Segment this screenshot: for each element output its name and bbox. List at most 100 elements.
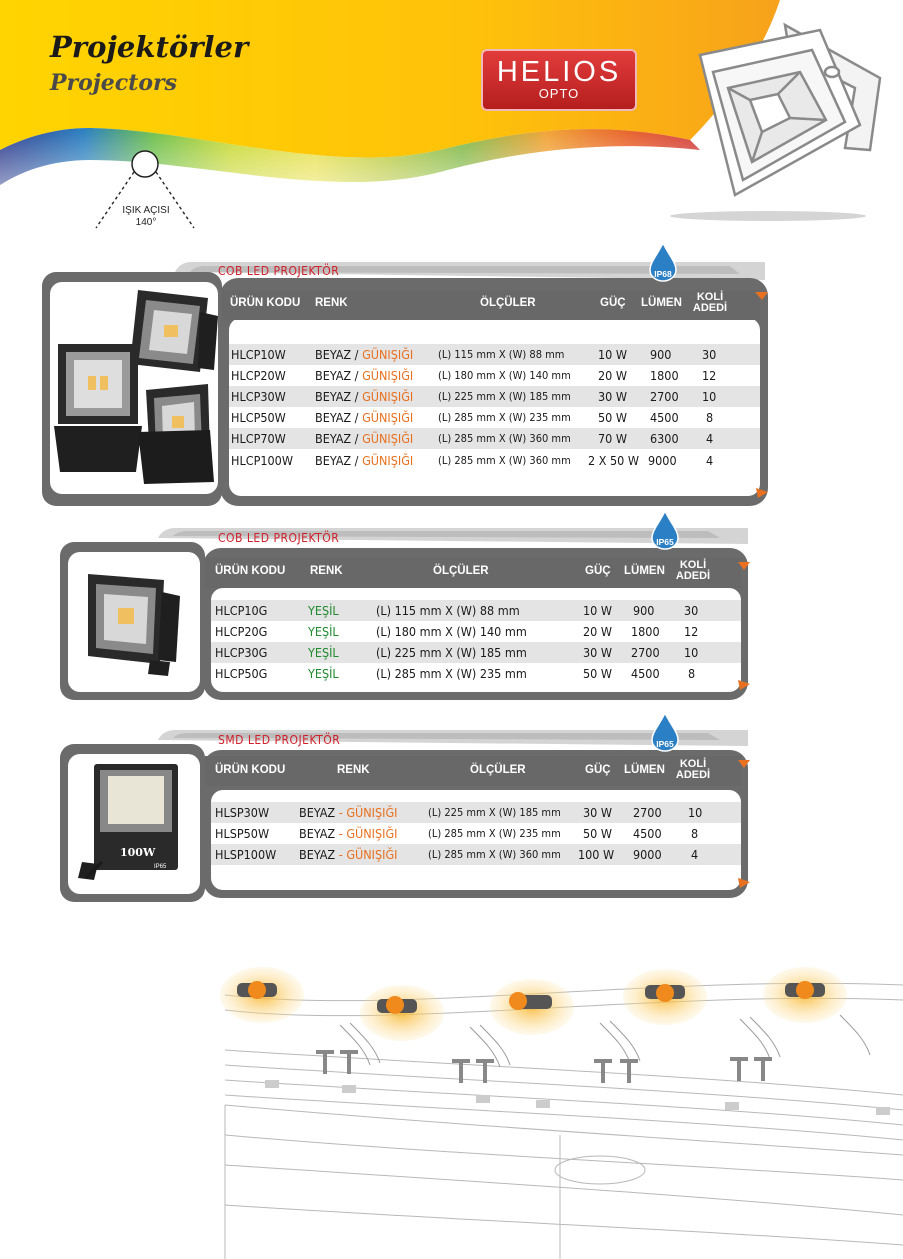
cell-qty: 12 (702, 368, 717, 383)
cell-power: 50 W (583, 826, 612, 841)
water-drop-icon (651, 711, 679, 752)
color-secondary: GÜNIŞIĞI (362, 347, 414, 362)
floodlight-group-icon (54, 290, 218, 484)
col-header-qty-line1: KOLİ (679, 559, 707, 571)
color-primary: BEYAZ / (315, 453, 359, 468)
projector-sketch-icon (698, 22, 882, 197)
col-header-color: RENK (310, 565, 343, 577)
color-primary: BEYAZ / (315, 410, 359, 425)
section-title: COB LED PROJEKTÖR (218, 264, 340, 278)
color-secondary: - GÜNIŞIĞI (338, 826, 398, 841)
cell-power: 50 W (598, 410, 627, 425)
cell-code: HLCP50G (215, 666, 268, 681)
smd-floodlight-icon (78, 764, 178, 880)
table-row: HLSP100W BEYAZ - GÜNIŞIĞI (L) 285 mm X (… (211, 844, 741, 865)
cell-power: 10 W (583, 603, 612, 618)
col-header-code: ÜRÜN KODU (215, 565, 286, 577)
cell-lumen: 2700 (631, 645, 660, 660)
table-row: HLCP100W BEYAZ / GÜNIŞIĞI (L) 285 mm X (… (229, 450, 760, 471)
cell-code: HLCP30W (231, 389, 286, 404)
cell-power: 10 W (598, 347, 627, 362)
cell-power: 100 W (578, 847, 615, 862)
color-primary: BEYAZ / (315, 347, 359, 362)
beam-angle-label: IŞIK AÇISI 140° (100, 205, 192, 229)
table-row: HLSP30W BEYAZ - GÜNIŞIĞI (L) 225 mm X (W… (211, 802, 741, 823)
table-row: HLCP20G YEŞİL (L) 180 mm X (W) 140 mm 20… (211, 621, 741, 642)
cell-code: HLCP30G (215, 645, 268, 660)
cell-power: 20 W (583, 624, 612, 639)
color-secondary: - GÜNIŞIĞI (338, 805, 398, 820)
col-header-qty-line2: ADEDİ (675, 769, 711, 781)
table-row: HLCP10G YEŞİL (L) 115 mm X (W) 88 mm 10 … (211, 600, 741, 621)
section-title: SMD LED PROJEKTÖR (218, 733, 341, 747)
cell-color: BEYAZ / GÜNIŞIĞI (315, 386, 413, 407)
cell-color: YEŞİL (308, 666, 339, 681)
table-row: HLSP50W BEYAZ - GÜNIŞIĞI (L) 285 mm X (W… (211, 823, 741, 844)
color-primary: BEYAZ / (315, 431, 359, 446)
logo-sub: OPTO (538, 86, 580, 101)
cell-dims: (L) 225 mm X (W) 185 mm (428, 806, 561, 819)
cell-power: 30 W (583, 645, 612, 660)
col-header-qty: KOLİ ADEDİ (688, 292, 732, 314)
product-photo: 100W IP65 (68, 754, 200, 894)
col-header-qty: KOLİ ADEDİ (671, 560, 715, 582)
cell-dims: (L) 285 mm X (W) 360 mm (438, 432, 571, 445)
cell-dims: (L) 225 mm X (W) 185 mm (438, 390, 571, 403)
cell-dims: (L) 285 mm X (W) 360 mm (438, 454, 571, 467)
color-secondary: GÜNIŞIĞI (362, 453, 414, 468)
logo-brand: HELIOS (496, 56, 622, 88)
cell-dims: (L) 285 mm X (W) 360 mm (428, 848, 561, 861)
cell-qty: 10 (688, 805, 703, 820)
cell-qty: 4 (691, 847, 699, 862)
section-smd-ip65: 100W IP65 SMD LED PROJEKTÖR IP65 ÜRÜN KO… (58, 710, 758, 906)
cell-lumen: 4500 (633, 826, 662, 841)
col-header-code: ÜRÜN KODU (215, 764, 286, 776)
cell-color: BEYAZ - GÜNIŞIĞI (299, 823, 397, 844)
cell-code: HLCP50W (231, 410, 286, 425)
col-header-qty: KOLİ ADEDİ (671, 759, 715, 781)
cell-lumen: 900 (633, 603, 655, 618)
color-secondary: GÜNIŞIĞI (362, 410, 414, 425)
ip-rating-text: IP65 (656, 739, 674, 749)
cell-qty: 8 (706, 410, 714, 425)
beam-angle-value: 140° (135, 217, 157, 228)
col-header-color: RENK (337, 764, 370, 776)
beam-angle-text: IŞIK AÇISI (122, 205, 170, 216)
cell-color: BEYAZ - GÜNIŞIĞI (299, 802, 397, 823)
cell-code: HLCP70W (231, 431, 286, 446)
ip-rating-badge: IP65 (650, 711, 680, 752)
cell-code: HLCP10W (231, 347, 286, 362)
cell-dims: (L) 285 mm X (W) 235 mm (438, 411, 571, 424)
col-header-code: ÜRÜN KODU (230, 297, 301, 309)
col-header-lumen: LÜMEN (624, 565, 665, 577)
cell-dims: (L) 285 mm X (W) 235 mm (428, 827, 561, 840)
cell-code: HLCP20G (215, 624, 268, 639)
cell-color: BEYAZ / GÜNIŞIĞI (315, 450, 413, 471)
cell-power: 2 X 50 W (588, 453, 639, 468)
cell-qty: 4 (706, 431, 714, 446)
cell-dims: (L) 180 mm X (W) 140 mm (376, 624, 527, 639)
col-header-power: GÜÇ (600, 297, 626, 309)
color-secondary: GÜNIŞIĞI (362, 389, 414, 404)
cell-qty: 10 (702, 389, 717, 404)
water-drop-icon (651, 509, 679, 550)
cell-lumen: 900 (650, 347, 672, 362)
cell-color: BEYAZ / GÜNIŞIĞI (315, 344, 413, 365)
water-drop-icon (649, 241, 677, 282)
cell-lumen: 1800 (650, 368, 679, 383)
cell-qty: 30 (684, 603, 699, 618)
table-row: HLCP30W BEYAZ / GÜNIŞIĞI (L) 225 mm X (W… (229, 386, 760, 407)
cell-color: BEYAZ / GÜNIŞIĞI (315, 428, 413, 449)
color-primary: BEYAZ / (315, 389, 359, 404)
col-header-dims: ÖLÇÜLER (470, 764, 526, 776)
header-wave-graphic (0, 0, 882, 221)
col-header-qty-line2: ADEDİ (692, 302, 728, 314)
stadium-illustration (220, 967, 903, 1259)
cell-qty: 12 (684, 624, 699, 639)
cell-qty: 8 (688, 666, 696, 681)
cell-code: HLSP50W (215, 826, 270, 841)
projector-shadow (670, 211, 866, 221)
cell-color: YEŞİL (308, 603, 339, 618)
col-header-dims: ÖLÇÜLER (433, 565, 489, 577)
cell-code: HLSP100W (215, 847, 277, 862)
